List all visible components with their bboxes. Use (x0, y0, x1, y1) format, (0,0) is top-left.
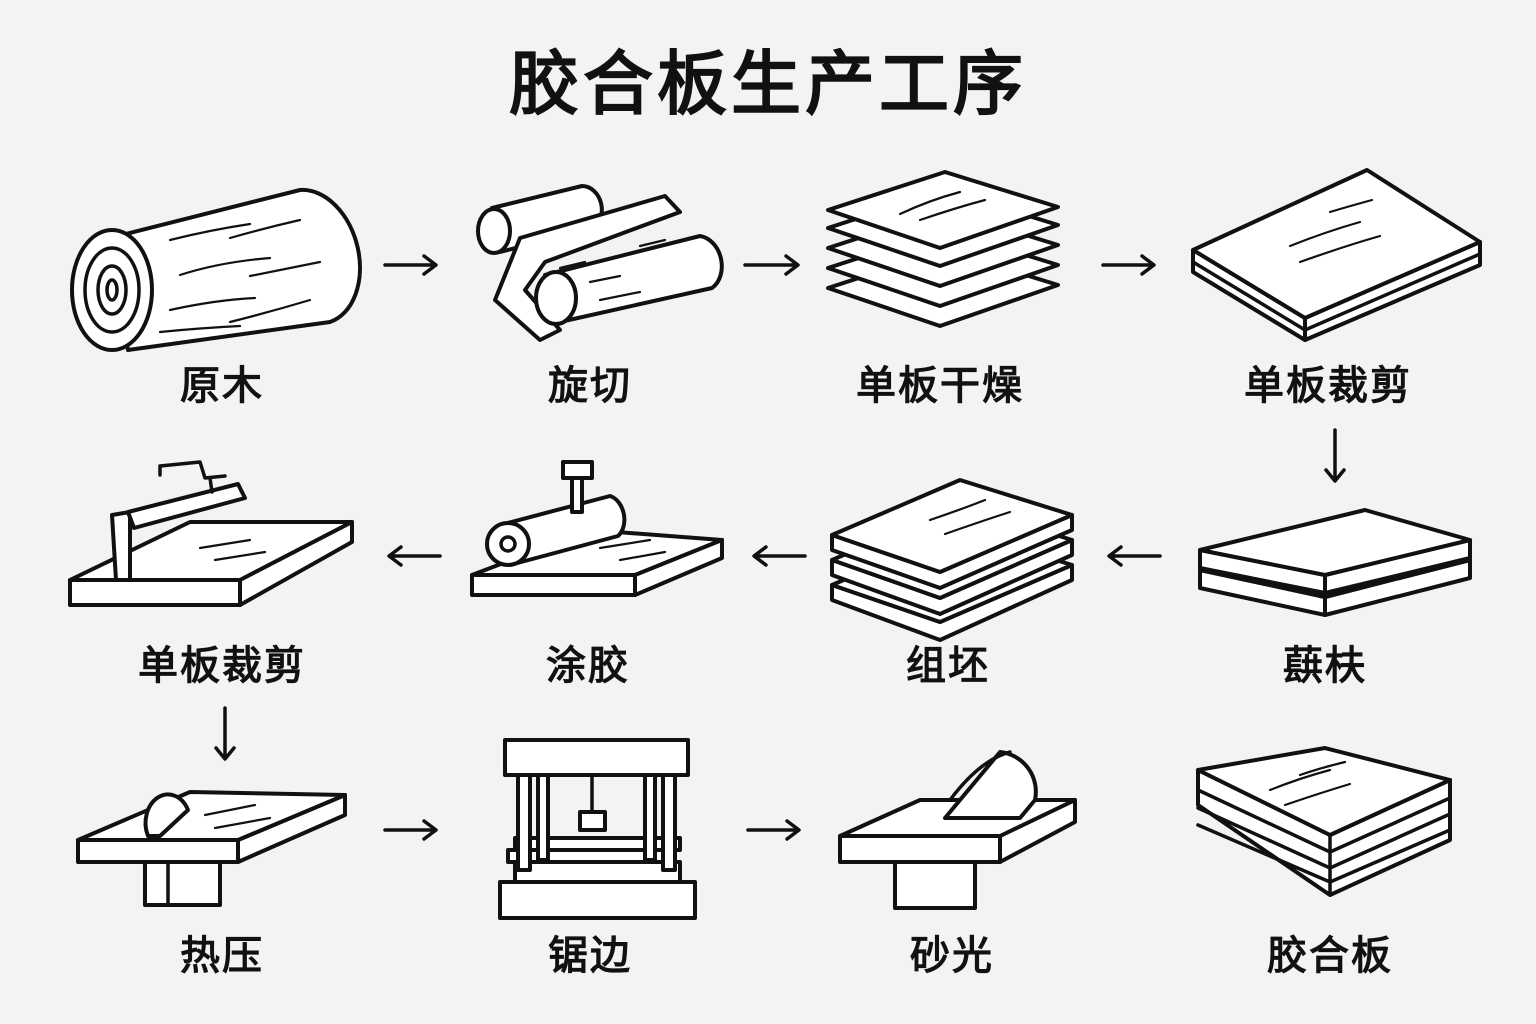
glue-roller-icon (470, 460, 724, 597)
step-label-4: 单板裁剪 (1244, 363, 1412, 409)
step-label-2: 旋切 (548, 363, 632, 409)
stacked-boards-icon (1198, 508, 1472, 617)
assembly-layers-icon (830, 478, 1074, 642)
diagram-title: 胶合板生产工序 (509, 43, 1027, 125)
arrow-9-10 (383, 819, 438, 841)
hot-press-icon (498, 738, 697, 920)
sander-icon (838, 750, 1077, 910)
step-label-8: 蕻枎 (1283, 643, 1367, 689)
arrow-7-6 (752, 545, 807, 567)
step-label-7: 组坯 (906, 643, 990, 689)
arrow-4-down (1324, 428, 1346, 483)
arrow-2-3 (743, 254, 800, 276)
plywood-stack-icon (1196, 746, 1452, 897)
log-icon (70, 187, 362, 352)
step-label-1: 原木 (180, 363, 264, 409)
rotary-peeling-icon (476, 183, 724, 342)
step-label-9: 热压 (180, 933, 264, 979)
arrow-8-7 (1107, 545, 1162, 567)
step-label-3: 单板干燥 (856, 363, 1024, 409)
arrow-1-2 (383, 254, 438, 276)
step-label-5: 单板裁剪 (138, 643, 306, 689)
step-label-10: 锯边 (548, 933, 632, 979)
veneer-drying-icon (826, 170, 1060, 328)
arrow-5-down (214, 706, 236, 761)
table-saw-icon (76, 790, 347, 907)
step-label-12: 胶合板 (1267, 933, 1393, 979)
veneer-cutting-machine-icon (68, 460, 354, 607)
veneer-board-icon (1191, 168, 1482, 342)
step-label-6: 涂胶 (546, 643, 630, 689)
arrow-3-4 (1101, 254, 1156, 276)
arrow-6-5 (387, 545, 442, 567)
arrow-10-11 (746, 819, 801, 841)
step-label-11: 砂光 (910, 933, 994, 979)
